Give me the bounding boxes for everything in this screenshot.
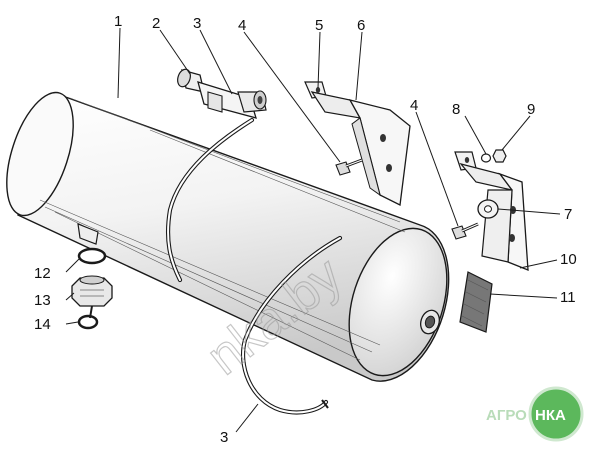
callout-2: 2 xyxy=(152,15,160,32)
logo-circle xyxy=(530,388,582,440)
callout-1: 1 xyxy=(114,13,122,30)
bracket-left xyxy=(304,81,411,206)
air-pipe xyxy=(165,117,343,415)
callout-5: 5 xyxy=(315,17,323,34)
agronka-logo: АГРО НКА xyxy=(486,386,584,442)
drain-parts xyxy=(71,247,113,330)
tank-shading xyxy=(39,97,406,361)
washer-and-bolt-right xyxy=(451,199,499,240)
logo-suffix: НКА xyxy=(535,407,566,424)
callout-6: 6 xyxy=(357,17,365,34)
rubber-pad xyxy=(459,271,493,333)
callout-8: 8 xyxy=(452,101,460,118)
callout-9: 9 xyxy=(527,101,535,118)
callout-13: 13 xyxy=(34,292,51,309)
callout-11: 11 xyxy=(560,289,576,306)
callout-14: 14 xyxy=(34,316,51,333)
drain-boss xyxy=(77,223,99,245)
drain-gasket xyxy=(77,247,107,265)
top-fitting-and-tee xyxy=(177,68,267,119)
bolt-left xyxy=(335,158,363,176)
callout-4-right: 4 xyxy=(410,97,418,114)
nut-and-spring-washer xyxy=(480,149,507,163)
callout-7: 7 xyxy=(564,206,572,223)
logo-prefix: АГРО xyxy=(486,407,527,424)
callout-labels: 1 2 3 4 5 6 4 8 9 7 10 11 12 13 14 3 xyxy=(34,13,577,446)
callout-10: 10 xyxy=(560,251,577,268)
leader-lines xyxy=(65,27,561,433)
callout-4-left: 4 xyxy=(238,17,246,34)
callout-3-top: 3 xyxy=(193,15,201,32)
callout-3-bottom: 3 xyxy=(220,429,228,446)
drain-ring xyxy=(77,314,99,330)
air-tank xyxy=(6,91,450,382)
callout-12: 12 xyxy=(34,265,51,282)
